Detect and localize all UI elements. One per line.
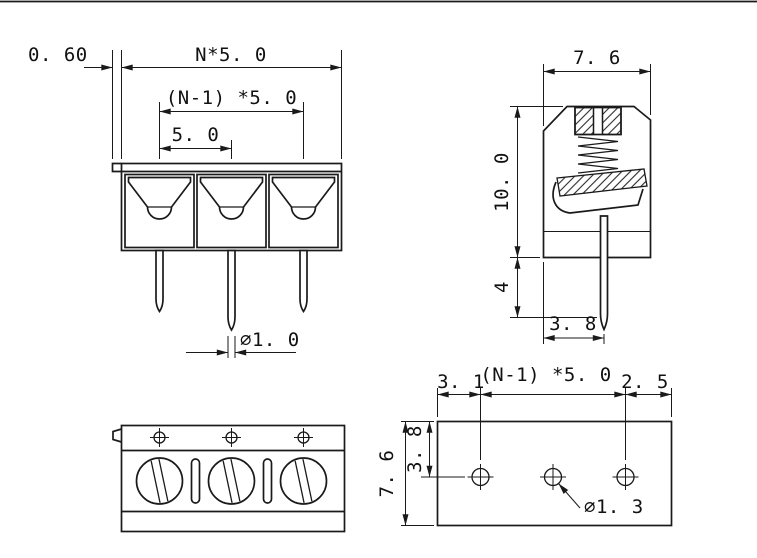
front-dim-edge-label: 0. 60 (28, 44, 88, 66)
front-cell-2 (196, 173, 267, 249)
screw-3 (279, 457, 328, 505)
screw-thread (577, 136, 619, 174)
footprint-holes (467, 464, 639, 490)
footprint-outline (436, 420, 673, 527)
side-body-outline (542, 105, 652, 259)
front-mount-tab (111, 162, 122, 173)
front-solder-pins (155, 249, 308, 332)
front-cell-3 (268, 173, 339, 249)
footprint-dim-hole-diameter-label: ∅1. 3 (584, 496, 644, 518)
screw-head-outline (574, 106, 622, 136)
side-solder-pin (599, 215, 609, 332)
top-view (112, 424, 346, 533)
front-cell-1 (124, 173, 195, 249)
divider-slot-2 (262, 458, 273, 504)
hole-dia-leader (558, 483, 581, 509)
top-screws (135, 457, 328, 505)
front-wire-funnels (127, 176, 336, 220)
footprint-dimensions: 3. 1 (N-1) *5. 0 2. 5 7. 6 3. 8 ∅1. 3 (376, 364, 672, 526)
footprint-dim-left-label: 3. 1 (437, 371, 485, 393)
side-body (542, 105, 652, 332)
screw-head (574, 106, 622, 136)
footprint-dim-depth-label: 7. 6 (376, 450, 398, 498)
side-dim-pin-length-label: 4 (491, 281, 513, 293)
pin-middle (227, 249, 236, 332)
screw-2 (207, 457, 256, 505)
front-dim-span-label: (N-1) *5. 0 (166, 87, 297, 109)
front-view: 0. 60 N*5. 0 (N-1) *5. 0 5. 0 ∅1. 0 (28, 44, 343, 358)
pin-right (299, 249, 308, 313)
footprint-dim-row-offset-label: 3. 8 (404, 425, 426, 473)
footprint-dim-right-label: 2. 5 (621, 371, 669, 393)
front-dim-pitch-label: 5. 0 (172, 124, 220, 146)
screw-1 (135, 457, 184, 505)
footprint-view: 3. 1 (N-1) *5. 0 2. 5 7. 6 3. 8 ∅1. 3 (376, 364, 673, 527)
footprint-dim-span-label: (N-1) *5. 0 (480, 364, 611, 386)
front-dimensions: 0. 60 N*5. 0 (N-1) *5. 0 5. 0 ∅1. 0 (28, 44, 342, 358)
side-dim-pin-offset-label: 3. 8 (549, 313, 597, 335)
top-wire-holes (150, 428, 313, 447)
side-view: 7. 6 10. 0 4 3. 8 (491, 47, 652, 344)
pin-left (155, 249, 164, 313)
front-dim-pin-diameter-label: ∅1. 0 (240, 329, 300, 351)
clamp-plate (556, 168, 648, 197)
side-dim-width-label: 7. 6 (573, 47, 621, 69)
top-mount-tab (112, 428, 122, 443)
front-body (111, 162, 343, 332)
divider-slot-1 (190, 458, 201, 504)
clamp-spring (552, 181, 644, 214)
side-dim-height-label: 10. 0 (491, 152, 513, 212)
front-dim-overall-label: N*5. 0 (195, 44, 267, 66)
side-dimensions: 7. 6 10. 0 4 3. 8 (491, 47, 651, 344)
top-body-outline (120, 424, 346, 533)
